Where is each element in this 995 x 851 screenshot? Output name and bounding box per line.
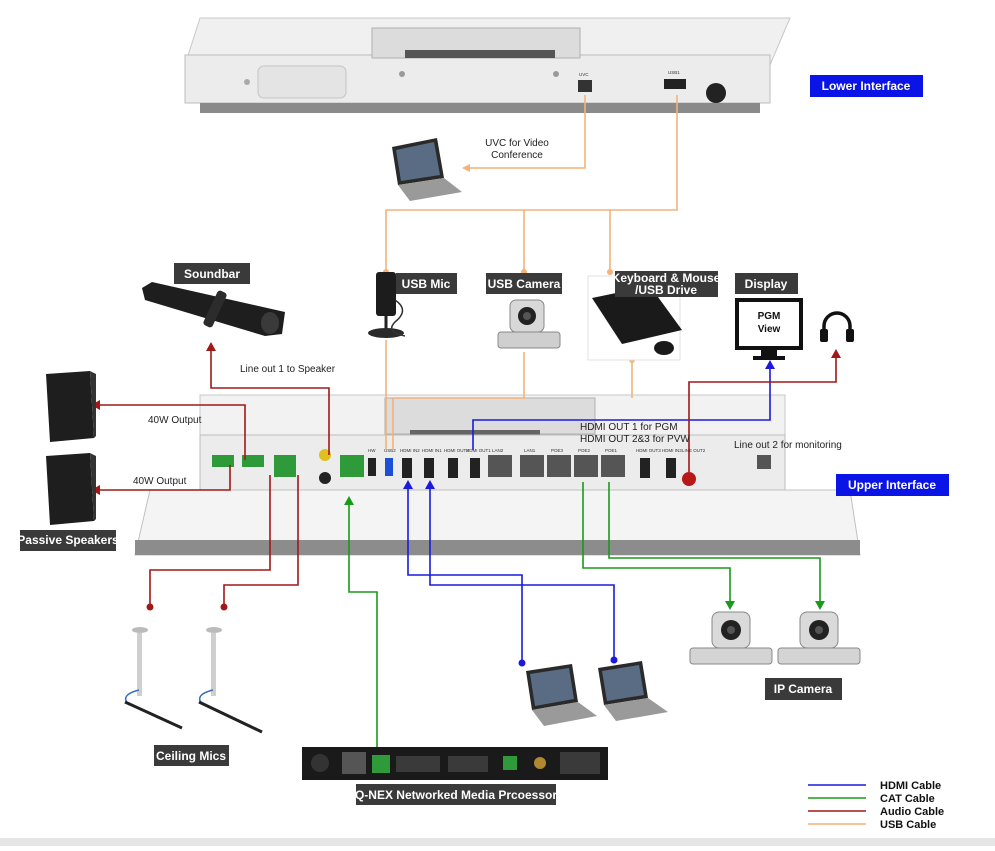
- qnex-label: Q-NEX Networked Media Prcoessor: [355, 788, 557, 802]
- usb-mic-icon: [368, 272, 406, 338]
- port-label-poe2: POE2: [578, 448, 591, 453]
- passive-speakers-badge: Passive Speakers: [17, 530, 119, 551]
- ceiling-mics-label: Ceiling Mics: [156, 749, 226, 763]
- legend-item-hdmi: HDMI Cable: [808, 780, 941, 792]
- port-label-hdmi-out3: HDMI OUT3: [636, 448, 661, 453]
- usb-mic-badge: USB Mic: [396, 273, 457, 294]
- legend-label-usb: USB Cable: [880, 819, 936, 831]
- display-icon: PGM View: [735, 298, 803, 360]
- port-label-hdmi-out2: HDMI OUT2: [444, 448, 469, 453]
- port-label-lan2: LAN2: [492, 448, 504, 453]
- line-out-2-annotation: Line out 2 for monitoring: [734, 440, 842, 451]
- passive-speaker-top-icon: [46, 371, 96, 442]
- port-label-hw: HW: [368, 448, 376, 453]
- legend-label-cat: CAT Cable: [880, 793, 935, 805]
- usb1-port: USB1: [664, 70, 686, 89]
- ceiling-mic-left-icon: [124, 627, 183, 730]
- legend: HDMI Cable CAT Cable Audio Cable USB Cab…: [808, 780, 944, 831]
- legend-item-audio: Audio Cable: [808, 806, 944, 818]
- legend-item-cat: CAT Cable: [808, 793, 935, 805]
- line-out-1-annotation: Line out 1 to Speaker: [240, 364, 336, 375]
- usb-camera-label: USB Camera: [488, 277, 561, 291]
- legend-item-usb: USB Cable: [808, 819, 936, 831]
- port-label-hdmi-in2: HDMI IN2: [400, 448, 420, 453]
- soundbar-badge: Soundbar: [174, 263, 250, 284]
- lower-interface-badge: Lower Interface: [810, 75, 923, 97]
- ip-camera-left-icon: [689, 611, 773, 665]
- power-button: [706, 83, 726, 103]
- speaker-grille: [257, 65, 347, 99]
- uvc-annotation-line1: UVC for Video: [485, 138, 549, 149]
- output-top-annotation: 40W Output: [148, 415, 202, 426]
- upper-port-row: [212, 449, 771, 486]
- keyboard-label-line2: /USB Drive: [635, 283, 697, 297]
- upper-interface-label: Upper Interface: [848, 478, 936, 492]
- legend-label-audio: Audio Cable: [880, 806, 944, 818]
- usb1-port-label: USB1: [668, 70, 680, 75]
- display-label: Display: [745, 277, 788, 291]
- upper-interface-panel: HW USB2 HDMI IN2 HDMI IN1 HDMI OUT2 HDMI…: [134, 394, 861, 556]
- pgm-view-line2: View: [758, 324, 781, 335]
- port-label-hdmi-in1: HDMI IN1: [422, 448, 442, 453]
- ip-camera-right-icon: [777, 611, 861, 665]
- usb-mic-label: USB Mic: [402, 277, 451, 291]
- usb-cables: [385, 95, 678, 450]
- passive-speaker-bottom-icon: [46, 453, 96, 525]
- usb-camera-icon: [497, 299, 561, 349]
- ceiling-mic-right-icon: [198, 627, 263, 734]
- laptop-hdmi-in-2-icon: [598, 661, 668, 721]
- output-bottom-annotation: 40W Output: [133, 476, 187, 487]
- cat-cables: [348, 482, 821, 752]
- legend-label-hdmi: HDMI Cable: [880, 780, 941, 792]
- uvc-port-label: UVC: [579, 72, 589, 77]
- hdmi-out-1-annotation: HDMI OUT 1 for PGM: [580, 422, 678, 433]
- display-badge: Display: [735, 273, 798, 294]
- laptop-icon: [392, 138, 462, 201]
- soundbar-label: Soundbar: [184, 267, 240, 281]
- port-label-hdmi-out1: HDMI OUT1: [466, 448, 491, 453]
- soundbar-icon: [142, 282, 285, 336]
- headphones-icon: [820, 311, 854, 342]
- laptop-hdmi-in-1-icon: [526, 664, 597, 726]
- port-label-hdmi-in3: HDMI IN3: [662, 448, 682, 453]
- ceiling-mics-badge: Ceiling Mics: [154, 745, 229, 766]
- port-label-lan1: LAN1: [524, 448, 536, 453]
- qnex-badge: Q-NEX Networked Media Prcoessor: [355, 784, 557, 805]
- passive-speakers-label: Passive Speakers: [17, 533, 119, 547]
- ip-camera-badge: IP Camera: [765, 678, 842, 700]
- uvc-port: UVC: [578, 72, 592, 92]
- lower-interface-label: Lower Interface: [822, 79, 911, 93]
- hdmi-out-23-annotation: HDMI OUT 2&3 for PVW: [580, 434, 690, 445]
- hdmi-cables: [407, 366, 771, 663]
- qnex-processor-icon: [302, 747, 608, 780]
- uvc-annotation-line2: Conference: [491, 150, 543, 161]
- upper-interface-badge: Upper Interface: [836, 474, 949, 496]
- port-label-line-out2: LINE OUT2: [682, 448, 706, 453]
- usb-camera-badge: USB Camera: [486, 273, 562, 294]
- port-label-poe3: POE3: [551, 448, 564, 453]
- lower-interface-panel: UVC USB1: [184, 17, 791, 113]
- keyboard-badge: Keyboard & Mouse /USB Drive: [612, 271, 721, 297]
- keyboard-label-line1: Keyboard & Mouse: [612, 271, 721, 285]
- port-label-usb2: USB2: [384, 448, 396, 453]
- ip-camera-label: IP Camera: [774, 682, 833, 696]
- audio-cables: [94, 348, 837, 604]
- pgm-view-line1: PGM: [758, 311, 781, 322]
- port-label-poe1: POE1: [605, 448, 618, 453]
